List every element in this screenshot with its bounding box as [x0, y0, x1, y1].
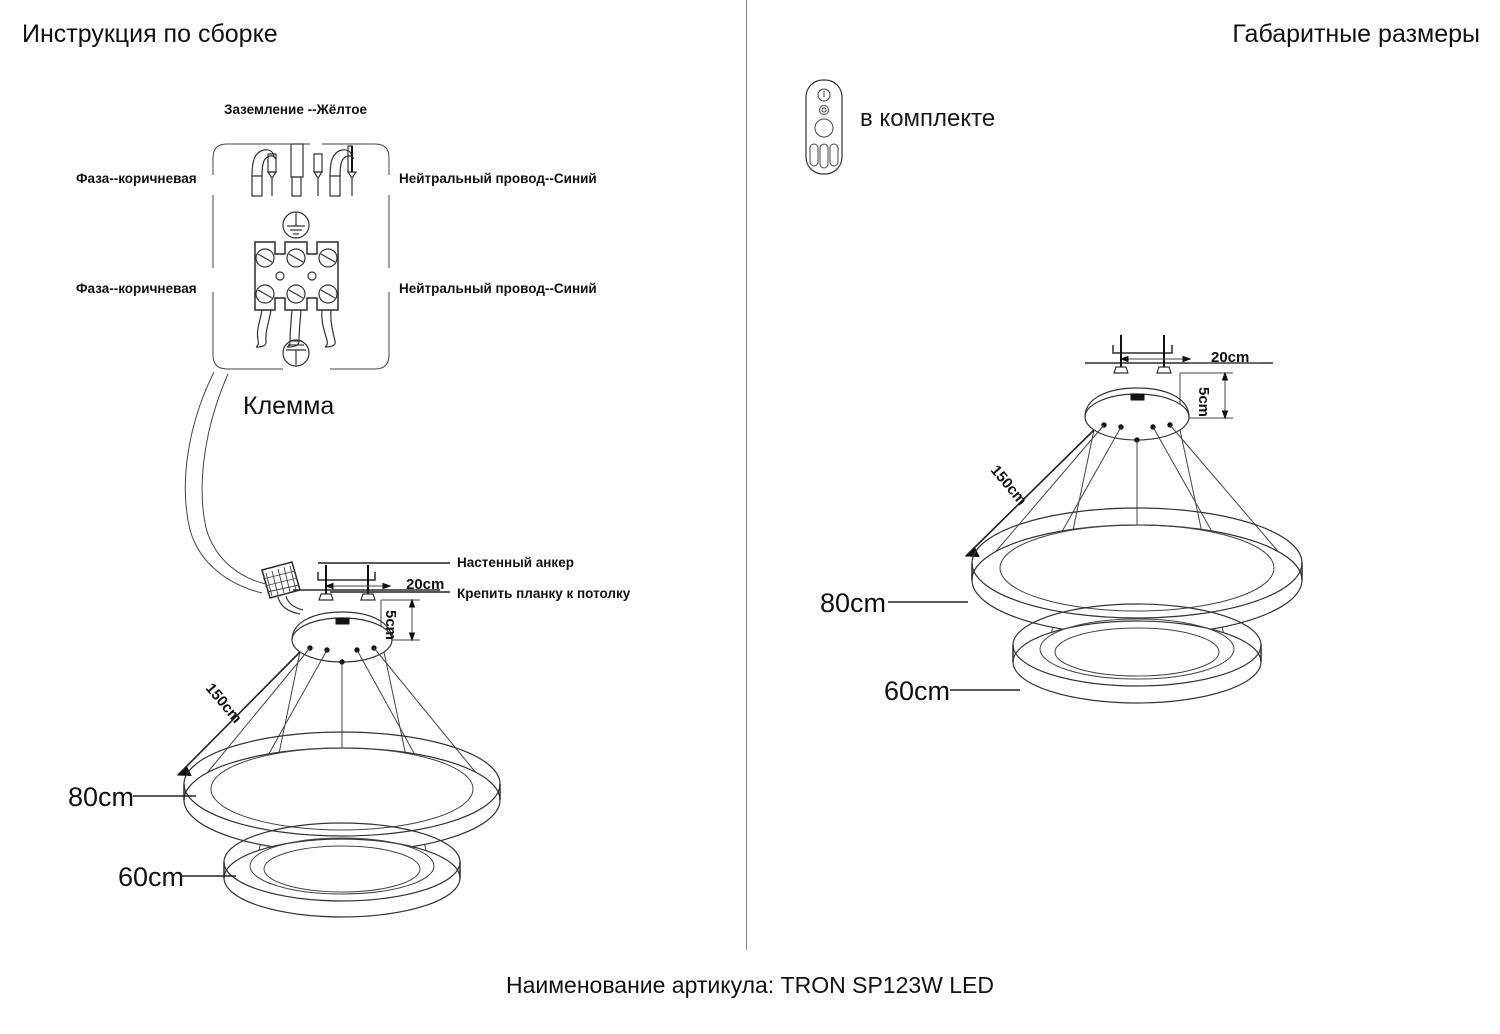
- terminal-enclosure: [212, 143, 390, 370]
- ceiling-bracket: [293, 565, 440, 601]
- lamp-canopy-right: [1084, 387, 1190, 443]
- terminal-block: [254, 241, 339, 311]
- remote-control-icon: [805, 79, 843, 175]
- label-terminal-block: Клемма: [243, 392, 335, 420]
- supply-cable: [184, 371, 267, 594]
- ceiling-bracket-right: [1085, 335, 1273, 374]
- dimension-drop-right: 5cm: [1195, 387, 1212, 418]
- dimension-inner-ring-right: 60cm: [884, 676, 951, 706]
- lamp-canopy-left: [291, 611, 393, 665]
- label-live-bottom: Фаза--коричневая: [76, 281, 197, 296]
- ground-symbol-lower: [282, 339, 310, 367]
- label-remote-included: в комплекте: [860, 105, 996, 132]
- label-live-top: Фаза--коричневая: [76, 171, 197, 186]
- label-ground-wire: Заземление --Жёлтое: [224, 102, 368, 117]
- drop-dimension-left: [380, 598, 420, 642]
- panel-divider: [746, 0, 747, 950]
- wire-connectors-top: [251, 143, 358, 197]
- label-ceiling-bracket: Крепить планку к потолку: [457, 586, 631, 601]
- label-wall-anchor: Настенный анкер: [457, 555, 574, 570]
- dimension-outer-ring-left: 80cm: [68, 782, 135, 812]
- dimension-inner-ring-left: 60cm: [118, 862, 185, 892]
- drop-dimension-right: [1179, 371, 1233, 420]
- outer-ring-right: [971, 507, 1303, 636]
- outer-ring-left: [183, 731, 501, 853]
- label-neutral-bottom: Нейтральный провод--Синий: [399, 281, 597, 296]
- ground-symbol-upper: [282, 211, 310, 239]
- dimension-span-left: 20cm: [406, 576, 445, 593]
- label-neutral-top: Нейтральный провод--Синий: [399, 171, 597, 186]
- dimension-outer-ring-right: 80cm: [820, 588, 887, 618]
- left-panel-title: Инструкция по сборке: [22, 20, 278, 48]
- right-panel-title: Габаритные размеры: [1232, 20, 1480, 48]
- dimension-span-right: 20cm: [1211, 349, 1250, 366]
- article-caption: Наименование артикула: TRON SP123W LED: [505, 972, 995, 998]
- inner-ring-right: [1012, 603, 1262, 704]
